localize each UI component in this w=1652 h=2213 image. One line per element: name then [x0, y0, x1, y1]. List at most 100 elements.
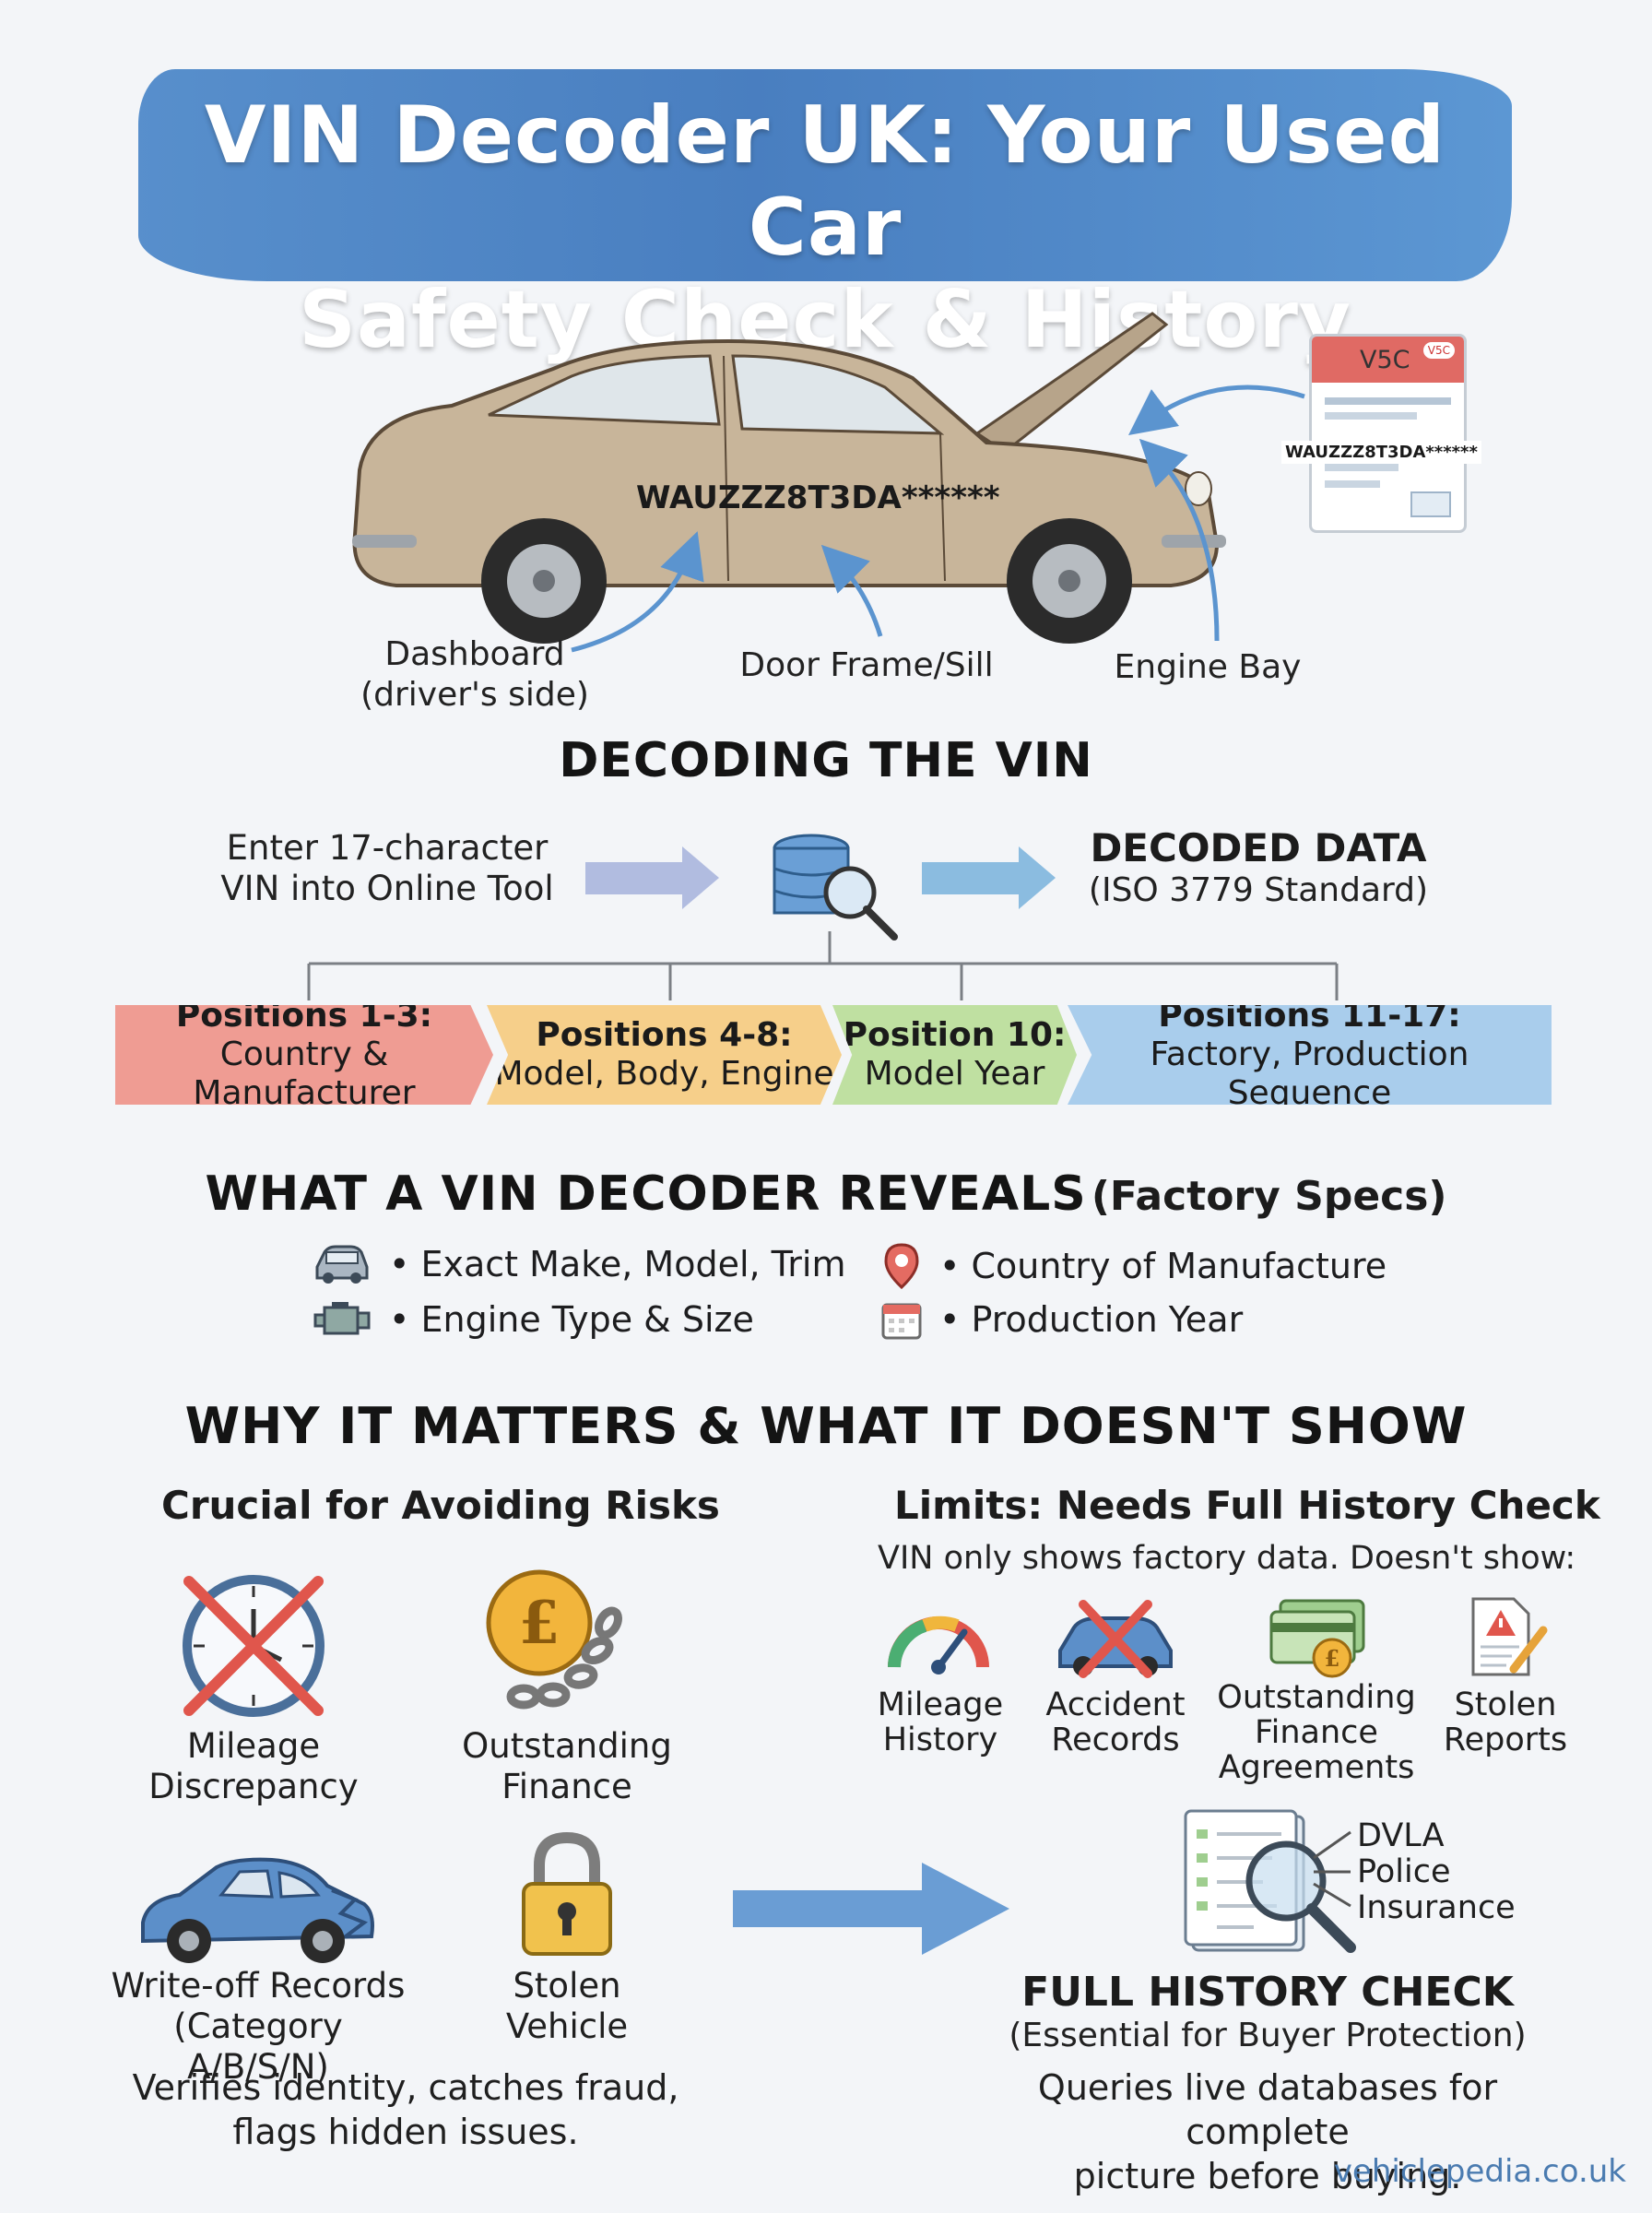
car-illustration [352, 312, 1226, 644]
v5c-label: V5C [1360, 346, 1410, 374]
limit-mileage: Mileage History [853, 1687, 1028, 1757]
source-insurance: Insurance [1357, 1889, 1516, 1926]
risk-label-line1: Mileage [186, 1726, 321, 1766]
v5c-header: V5C V5C [1312, 337, 1464, 383]
source-police: Police [1357, 1853, 1451, 1890]
risk-write-off: Write-off Records (Category A/B/S/N) [101, 1966, 415, 2088]
padlock-icon [522, 1831, 612, 1956]
calendar-icon [881, 1303, 922, 1340]
risk-stolen-vehicle: Stolen Vehicle [456, 1966, 678, 2047]
risks-summary-line1: Verifies identity, catches fraud, [132, 2067, 679, 2108]
risk-label-line1: Outstanding [462, 1726, 672, 1766]
full-check-line2: picture before buying. [1073, 2156, 1462, 2196]
risk-label-line2: (Category A/B/S/N) [173, 2006, 343, 2087]
risk-mileage: Mileage Discrepancy [138, 1726, 369, 1807]
vin-segment-10: Position 10: Model Year [832, 1005, 1077, 1105]
limit-label-line2: Reports [1443, 1722, 1568, 1758]
decoding-input-text: Enter 17-character VIN into Online Tool [203, 828, 572, 909]
label-dashboard-line2: (driver's side) [360, 676, 589, 714]
full-history-check: FULL HISTORY CHECK (Essential for Buyer … [968, 1969, 1567, 2056]
finance-cards-icon: £ [1269, 1599, 1365, 1678]
crashed-car-icon [141, 1857, 374, 1963]
crossed-clock-icon [183, 1575, 324, 1717]
limit-accident: Accident Records [1028, 1687, 1203, 1757]
spec-text: • Country of Manufacture [939, 1246, 1387, 1286]
spec-text: • Production Year [939, 1299, 1244, 1340]
limit-stolen: Stolen Reports [1418, 1687, 1593, 1757]
spec-text: • Engine Type & Size [389, 1299, 754, 1340]
label-dashboard-line1: Dashboard [384, 635, 565, 673]
vin-segment-11-17: Positions 11-17: Factory, Production Seq… [1068, 1005, 1552, 1105]
limit-label-line1: Stolen [1454, 1686, 1557, 1723]
bracket-connector [307, 931, 1339, 1000]
matters-heading: WHY IT MATTERS & WHAT IT DOESN'T SHOW [184, 1397, 1468, 1455]
label-engine-bay: Engine Bay [1114, 648, 1302, 686]
title-brush-wash [138, 69, 1512, 281]
document-magnifier-icon [1184, 1809, 1356, 1953]
limits-intro: VIN only shows factory data. Doesn't sho… [878, 1540, 1576, 1577]
car-icon [315, 1245, 369, 1284]
limit-label-line1: Mileage [877, 1686, 1004, 1723]
decoding-input-line2: VIN into Online Tool [220, 869, 554, 908]
full-check-subtitle: (Essential for Buyer Protection) [1009, 2017, 1527, 2054]
decoded-data-subtitle: (ISO 3779 Standard) [1088, 871, 1429, 909]
location-arrows [571, 385, 1305, 653]
limit-finance: Outstanding Finance Agreements [1215, 1680, 1418, 1785]
risk-label-line1: Stolen [513, 1966, 621, 2006]
svg-text:£: £ [1325, 1645, 1340, 1672]
limit-label-line3: Agreements [1218, 1749, 1415, 1786]
limit-label-line2: Records [1051, 1722, 1180, 1758]
big-arrow-right-icon [733, 1863, 1009, 1955]
reveals-heading-suffix: (Factory Specs) [1091, 1173, 1447, 1220]
segment-title: Position 10: [843, 1016, 1067, 1054]
vin-segment-4-8: Positions 4-8: Model, Body, Engine [487, 1005, 842, 1105]
v5c-vin-text: WAUZZZ8T3DA****** [1281, 441, 1481, 464]
risk-finance: Outstanding Finance [452, 1726, 682, 1807]
risk-label-line2: Finance [502, 1767, 632, 1806]
decoding-input-line1: Enter 17-character [226, 828, 549, 868]
v5c-badge: V5C [1422, 342, 1455, 359]
car-vin-plate: WAUZZZ8T3DA****** [636, 479, 1000, 516]
segment-title: Positions 4-8: [536, 1016, 793, 1054]
location-pin-icon [884, 1243, 919, 1289]
full-check-title: FULL HISTORY CHECK [1021, 1969, 1514, 2016]
reveals-heading: WHAT A VIN DECODER REVEALS (Factory Spec… [0, 1166, 1652, 1222]
risk-label-line1: Write-off Records [111, 1966, 406, 2006]
v5c-document: V5C V5C [1309, 334, 1467, 533]
risks-summary-line2: flags hidden issues. [232, 2112, 579, 2152]
speedometer-icon [888, 1615, 989, 1675]
report-warning-icon [1471, 1597, 1548, 1676]
segment-title: Positions 11-17: [1158, 997, 1461, 1035]
decoding-flow [585, 834, 1056, 941]
page-title-line1: VIN Decoder UK: Your Used Car [204, 89, 1446, 274]
segment-desc: Country & Manufacturer [193, 1035, 416, 1112]
limits-heading: Limits: Needs Full History Check [894, 1483, 1600, 1528]
full-check-line1: Queries live databases for complete [1037, 2067, 1498, 2152]
limit-label-line2: Finance [1255, 1714, 1378, 1751]
vin-segment-1-3: Positions 1-3: Country & Manufacturer [115, 1005, 493, 1105]
title-banner: VIN Decoder UK: Your Used Car Safety Che… [138, 51, 1512, 366]
decoding-heading: DECODING THE VIN [559, 733, 1093, 788]
segment-desc: Model, Body, Engine [494, 1055, 834, 1093]
arrow-right-icon [922, 846, 1056, 909]
full-check-description: Queries live databases for complete pict… [959, 2065, 1576, 2198]
data-sources: DVLA Police Insurance [1357, 1818, 1516, 1926]
page-title: VIN Decoder UK: Your Used Car Safety Che… [138, 89, 1512, 366]
spec-text: • Exact Make, Model, Trim [389, 1244, 846, 1284]
segment-desc: Factory, Production Sequence [1150, 1035, 1469, 1112]
crossed-car-icon [1058, 1600, 1173, 1678]
risk-label-line2: Discrepancy [148, 1767, 359, 1806]
source-connectors [1313, 1830, 1351, 1908]
decoded-data-title: DECODED DATA [1090, 825, 1427, 870]
spec-engine: • Engine Type & Size [312, 1298, 754, 1341]
source-dvla: DVLA [1357, 1817, 1445, 1854]
decoded-data-block: DECODED DATA (ISO 3779 Standard) [1060, 825, 1457, 911]
label-dashboard: Dashboard (driver's side) [350, 634, 599, 716]
arrow-right-icon [585, 846, 719, 909]
risk-label-line2: Vehicle [505, 2006, 629, 2046]
svg-text:£: £ [519, 1589, 560, 1658]
reveals-heading-main: WHAT A VIN DECODER REVEALS [205, 1166, 1087, 1222]
pound-coin-chain-icon: £ [486, 1569, 622, 1710]
footer-site-link[interactable]: vehiclepedia.co.uk [1333, 2153, 1626, 2190]
risks-summary: Verifies identity, catches fraud, flags … [92, 2065, 719, 2154]
